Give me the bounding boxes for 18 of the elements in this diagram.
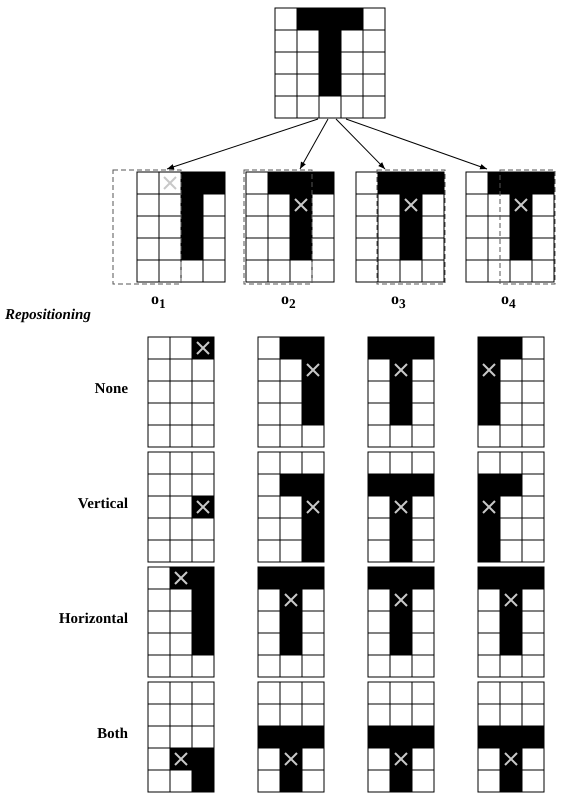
arrow <box>166 118 318 170</box>
arrow <box>336 118 386 170</box>
grid-caption: o$_{2}$ <box>281 291 296 312</box>
row-label: Both <box>97 726 128 743</box>
arrow <box>346 118 488 170</box>
grid-drawing <box>274 7 386 119</box>
table-heading: Repositioning <box>5 307 91 324</box>
grid-drawing <box>355 169 446 285</box>
row-label: Vertical <box>78 496 128 513</box>
grid-caption: o$_{1}$ <box>151 291 166 312</box>
grid-drawing <box>112 169 226 285</box>
grid-drawing <box>465 169 557 285</box>
row-label: Horizontal <box>58 611 128 628</box>
row-label: None <box>94 381 128 398</box>
grid-caption: o$_{3}$ <box>391 291 406 312</box>
arrow <box>300 118 328 170</box>
grid-drawing <box>243 169 336 285</box>
grid-caption: o$_{4}$ <box>501 291 516 312</box>
